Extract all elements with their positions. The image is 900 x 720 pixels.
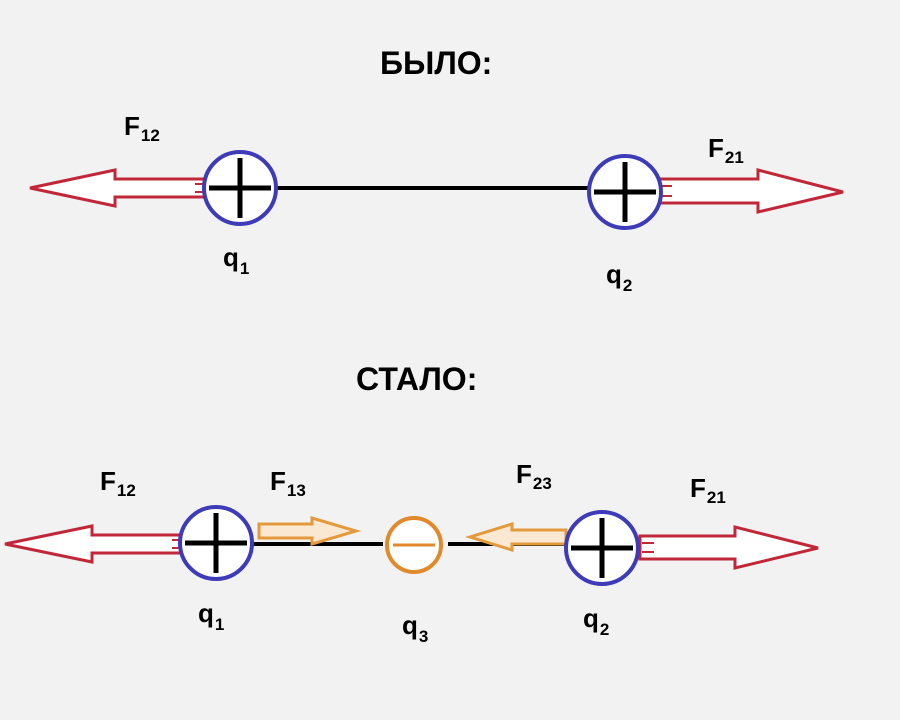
after-force-label-right-outer: F21 [690,473,726,507]
before-panel: БЫЛО: F12 F21 q1 q2 [29,45,844,295]
after-charge-label-q2: q2 [583,603,609,639]
before-charge-q1 [202,150,278,226]
after-force-arrow-left-outer [4,524,184,564]
before-force-arrow-right [656,168,844,214]
before-force-arrow-left [29,168,207,208]
after-force-label-right-inner: F23 [516,459,552,493]
after-force-arrow-right-inner [464,521,568,553]
after-force-label-left-inner: F13 [270,466,306,500]
after-charge-label-q3: q3 [402,610,428,646]
after-force-label-left-outer: F12 [100,466,136,500]
after-panel: СТАЛО: [4,361,819,646]
after-charge-q1 [178,505,254,581]
after-force-arrow-left-inner [257,515,362,547]
before-charge-q2 [587,154,663,230]
after-charge-q2 [564,510,640,586]
before-force-label-right: F21 [708,133,744,167]
after-charge-q3 [385,516,443,574]
before-charge-label-q1: q1 [223,242,249,278]
before-title: БЫЛО: [380,45,492,81]
before-charge-label-q2: q2 [606,259,632,295]
after-charge-label-q1: q1 [198,598,224,634]
after-title: СТАЛО: [356,361,477,397]
after-force-arrow-right-outer [638,525,819,570]
before-force-label-left: F12 [124,111,160,145]
